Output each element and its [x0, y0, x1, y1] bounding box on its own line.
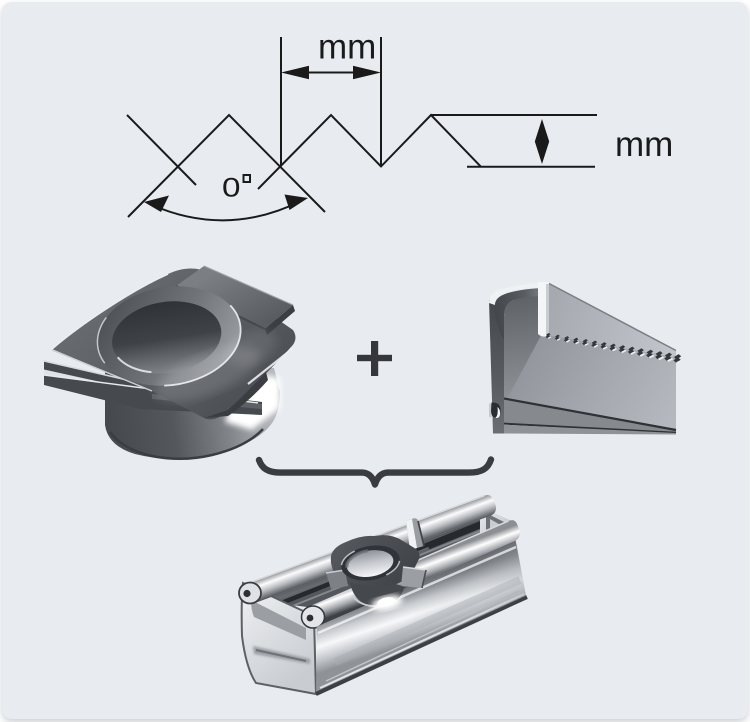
- svg-text:mm: mm: [615, 125, 673, 164]
- svg-text:mm: mm: [318, 28, 376, 67]
- svg-text:0: 0: [222, 173, 241, 203]
